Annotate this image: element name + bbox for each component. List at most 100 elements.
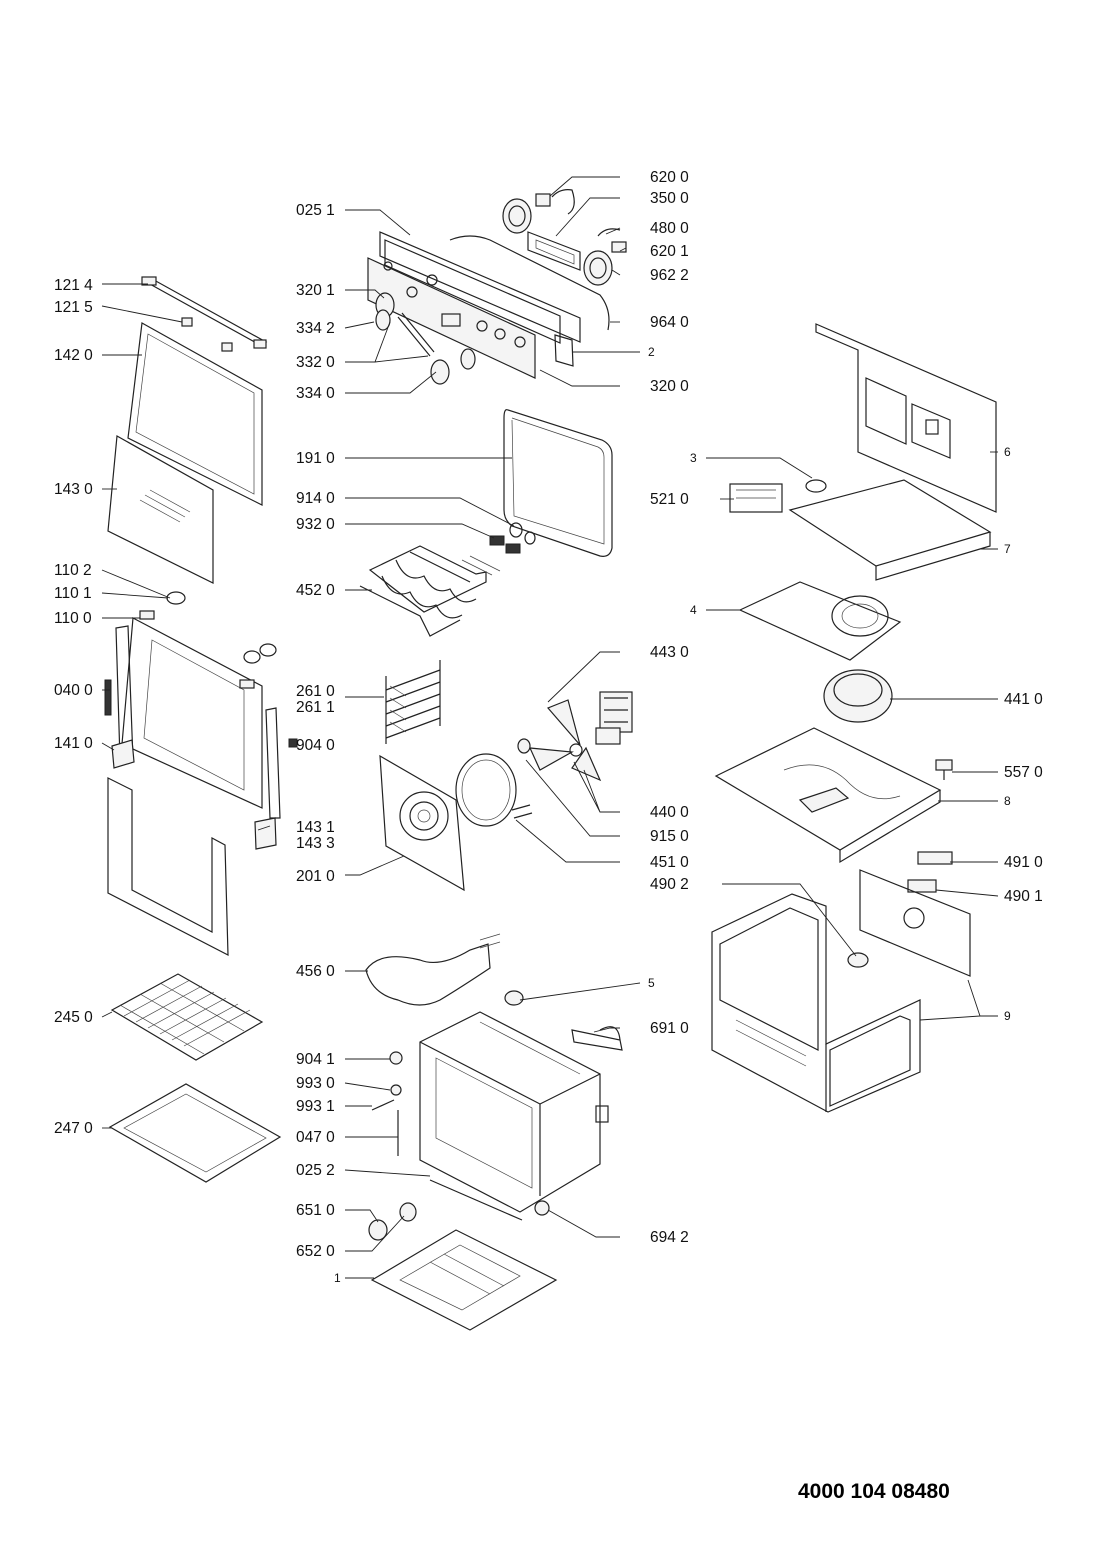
part-label: 332 0 [296,354,335,371]
control-panel-frame [384,239,574,367]
cabinet-top [714,727,942,864]
door-top-rail [141,276,268,352]
part-label: 440 0 [650,804,689,821]
labels-left-column: 121 4 121 5 142 0 143 0 110 2 110 1 110 … [54,277,93,1137]
side-control-board [859,869,971,977]
part-label: 320 1 [296,282,335,299]
part-label: 452 0 [296,582,335,599]
knobs [375,292,476,385]
part-label: 025 2 [296,1162,335,1179]
part-label: 914 0 [296,490,335,507]
part-label: 964 0 [650,314,689,331]
part-label: 480 0 [650,220,689,237]
part-label: 350 0 [650,190,689,207]
part-label: 142 0 [54,347,93,364]
part-label: 4 [690,603,697,617]
hinge-bracket [111,739,135,769]
shelf-supports [385,660,441,744]
wire-shelf [110,973,264,1061]
part-label: 557 0 [1004,764,1043,781]
fan-nut [517,738,531,754]
part-label: 6 [1004,445,1011,459]
top-panel [729,479,992,581]
part-label: 962 2 [650,267,689,284]
part-label: 143 1 [296,819,335,836]
part-label: 3 [690,451,697,465]
leader-lines [101,176,999,1279]
part-label: 7 [1004,542,1011,556]
part-label: 993 0 [296,1075,335,1092]
part-label: 261 1 [296,699,335,716]
baking-tray [108,1083,282,1183]
part-label: 456 0 [296,963,335,980]
part-label: 320 0 [650,378,689,395]
part-label: 441 0 [1004,691,1043,708]
tangential-fan [823,669,893,723]
part-label: 121 5 [54,299,93,316]
part-label: 025 1 [296,202,335,219]
part-label: 491 0 [1004,854,1043,871]
door-hinge-right [265,707,298,819]
part-label: 694 2 [650,1229,689,1246]
foot-694 [534,1200,550,1216]
cooling-duct [449,235,610,331]
part-label: 8 [1004,794,1011,808]
part-label: 620 0 [650,169,689,186]
knob-set-651 [368,1202,417,1241]
terminal-block-491 [907,851,953,893]
rear-panel [815,323,997,513]
bottom-plate [370,1229,558,1331]
oven-cabinet [711,893,921,1113]
part-label: 143 3 [296,835,335,852]
part-label: 191 0 [296,450,335,467]
fan-blade [529,699,602,782]
part-label: 047 0 [296,1129,335,1146]
part-label: 620 1 [650,243,689,260]
hinge-bracket-143 [254,817,277,850]
part-label: 121 4 [54,277,93,294]
hinge-discs [166,591,277,664]
part-label: 932 0 [296,516,335,533]
door-inner-glass-143 [107,435,214,584]
door-seal [107,777,229,956]
fan-housing [738,581,902,661]
fan-cover-plate [379,754,465,892]
foot-5 [504,990,524,1006]
lamp-assemblies [502,189,627,286]
part-label: 443 0 [650,644,689,661]
part-label: 141 0 [54,735,93,752]
part-label: 110 2 [54,562,92,579]
part-label: 334 0 [296,385,335,402]
labels-middle-left: 025 1 320 1 334 2 332 0 334 0 191 0 914 … [296,202,341,1285]
part-label: 904 1 [296,1051,335,1068]
part-label: 451 0 [650,854,689,871]
part-label: 245 0 [54,1009,93,1026]
part-label: 334 2 [296,320,335,337]
part-label: 993 1 [296,1098,335,1115]
part-label: 490 1 [1004,888,1043,905]
part-label: 040 0 [54,682,93,699]
labels-right-column: 3 521 0 6 7 4 441 0 557 0 8 491 0 490 2 … [650,445,1043,1023]
oven-cavity [419,1011,609,1213]
switch-557 [935,759,953,780]
bottom-element [365,933,501,1006]
part-label: 201 0 [296,868,335,885]
cavity-bracket [571,1026,623,1051]
labels-middle-right: 620 0 350 0 480 0 620 1 962 2 964 0 2 32… [648,169,689,1246]
part-label: 110 0 [54,610,92,627]
part-label: 1 [334,1271,341,1285]
small-screws [371,1051,523,1221]
part-label: 915 0 [650,828,689,845]
part-label: 904 0 [296,737,335,754]
part-label: 490 2 [650,876,689,893]
part-label: 247 0 [54,1120,93,1137]
part-label: 521 0 [650,491,689,508]
part-label: 261 0 [296,683,335,700]
part-label: 2 [648,345,655,359]
part-label: 9 [1004,1009,1011,1023]
door-outer-glass-142 [127,322,263,506]
part-label: 652 0 [296,1243,335,1260]
element-fittings [489,522,536,554]
part-label: 110 1 [54,585,92,602]
